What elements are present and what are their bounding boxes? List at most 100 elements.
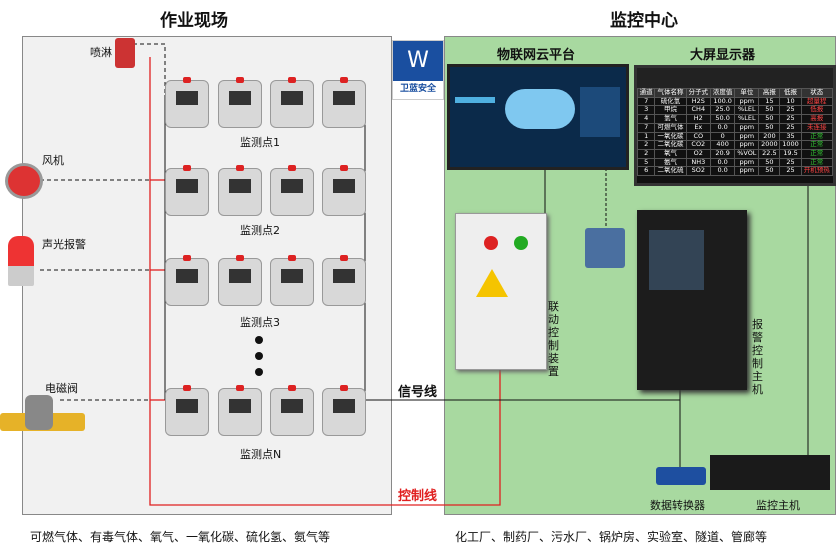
table-cell: SO2 (685, 166, 711, 177)
detector-light-icon (340, 77, 348, 83)
signal-line-label: 信号线 (398, 385, 438, 400)
detector-screen (229, 91, 251, 105)
wireless-module-icon (585, 228, 625, 268)
table-cell: Ex (685, 122, 711, 133)
table-cell: H2 (685, 114, 711, 124)
table-cell: 氢气 (654, 114, 687, 124)
fan-icon (5, 163, 43, 199)
big-screen-title: 大屏显示器 (690, 48, 756, 63)
point-label-1: 监测点1 (240, 136, 280, 149)
cloud-platform-screen (447, 64, 629, 170)
detector-screen (176, 399, 198, 413)
gas-detector-icon (270, 255, 314, 306)
table-cell: 20.9 (709, 148, 736, 159)
gas-detector-icon (165, 77, 209, 128)
detector-light-icon (288, 385, 296, 391)
table-header-cell: 浓度值 (709, 88, 736, 98)
detector-screen (229, 399, 251, 413)
ellipsis-dot (255, 336, 263, 344)
fan-label: 风机 (42, 154, 64, 167)
gas-detector-icon (270, 77, 314, 128)
table-cell: ppm (734, 122, 760, 133)
ellipsis-dot (255, 352, 263, 360)
detector-screen (176, 179, 198, 193)
footer-gases: 可燃气体、有毒气体、氧气、一氧化碳、硫化氢、氨气等 (30, 530, 331, 544)
table-cell: 22.5 (758, 148, 781, 159)
table-header-cell: 通道 (636, 88, 656, 98)
table-cell: 2 (636, 148, 656, 159)
detector-screen (229, 179, 251, 193)
table-cell: 6 (636, 166, 656, 177)
table-cell: 4 (636, 114, 656, 124)
detector-light-icon (236, 165, 244, 171)
table-cell: 二氧化硫 (654, 166, 687, 177)
solenoid-valve-icon (25, 395, 53, 430)
detector-light-icon (183, 255, 191, 261)
solenoid-label: 电磁阀 (45, 382, 78, 395)
alarm-light-label: 声光报警 (42, 238, 86, 251)
point-label-n: 监测点N (240, 448, 282, 461)
red-indicator-icon (484, 236, 498, 250)
warning-icon (476, 269, 508, 297)
gas-detector-icon (218, 385, 262, 436)
detector-screen (176, 269, 198, 283)
monitor-host-label: 监控主机 (756, 499, 800, 512)
detector-light-icon (183, 77, 191, 83)
detector-light-icon (288, 255, 296, 261)
table-cell: %LEL (734, 114, 760, 124)
gas-detector-icon (322, 385, 366, 436)
linkage-device-label: 联动控制装置 (548, 300, 559, 378)
table-cell: O2 (685, 148, 711, 159)
converter-label: 数据转换器 (650, 499, 705, 512)
alarm-control-host (637, 210, 747, 390)
logo-icon: W (393, 41, 443, 81)
monitor-host-icon (710, 455, 830, 490)
table-cell: %VOL (734, 148, 760, 159)
detector-light-icon (288, 77, 296, 83)
site-title: 作业现场 (160, 11, 228, 31)
table-cell: 正常 (800, 148, 834, 159)
detector-screen (281, 399, 303, 413)
data-converter-icon (656, 467, 706, 485)
gas-detector-icon (270, 385, 314, 436)
chart-panel (580, 87, 620, 137)
detector-screen (333, 91, 355, 105)
detector-light-icon (340, 165, 348, 171)
point-label-2: 监测点2 (240, 224, 280, 237)
gas-detector-icon (165, 165, 209, 216)
detector-screen (176, 91, 198, 105)
table-cell: 0.0 (709, 166, 736, 177)
table-cell: 50.0 (709, 114, 736, 124)
table-cell: 高报 (800, 114, 834, 124)
gas-detector-icon (165, 255, 209, 306)
table-header-cell: 分子式 (685, 88, 711, 98)
detector-screen (229, 269, 251, 283)
detector-light-icon (288, 165, 296, 171)
table-cell: 25 (779, 122, 802, 133)
table-cell: 0.0 (709, 122, 736, 133)
table-cell: 氧气 (654, 148, 687, 159)
control-line-label: 控制线 (398, 489, 438, 504)
table-cell: 未连接 (800, 122, 834, 133)
detector-screen (281, 269, 303, 283)
table-header-cell: 高报 (758, 88, 781, 98)
detector-light-icon (183, 165, 191, 171)
detector-screen (281, 91, 303, 105)
detector-light-icon (340, 385, 348, 391)
gas-detector-icon (270, 165, 314, 216)
linkage-control-box (455, 213, 547, 370)
table-header-cell: 单位 (734, 88, 760, 98)
table-header-cell: 气体名称 (654, 88, 687, 98)
table-cell: 50 (758, 114, 781, 124)
table-header-cell: 状态 (800, 88, 834, 98)
detector-light-icon (236, 385, 244, 391)
table-cell: 25 (779, 166, 802, 177)
green-indicator-icon (514, 236, 528, 250)
